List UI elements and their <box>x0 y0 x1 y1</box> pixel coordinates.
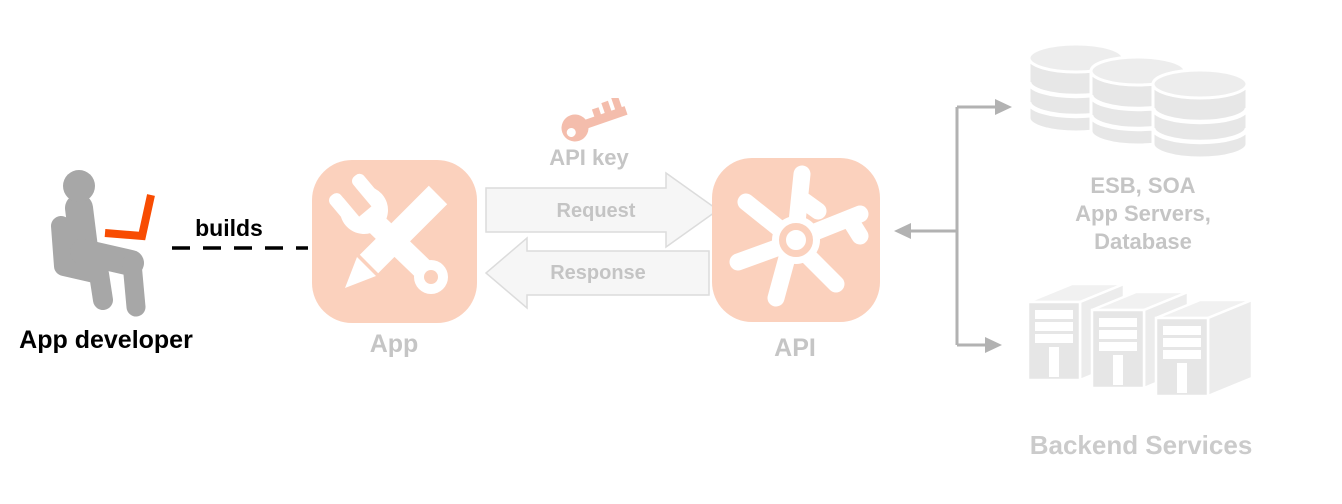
chair-shape <box>51 216 113 310</box>
laptop-icon <box>104 194 155 241</box>
backend-connector-lines <box>894 99 1012 353</box>
key-icon <box>561 98 628 142</box>
backend-services-label: Backend Services <box>1029 430 1253 460</box>
esb-label: ESB, SOA App Servers, Database <box>1075 172 1211 256</box>
response-arrow-shape <box>484 236 710 310</box>
api-node <box>712 158 880 322</box>
api-key-label: API key <box>549 145 629 170</box>
response-label: Response <box>550 262 646 284</box>
request-label: Request <box>556 200 636 222</box>
esb-label-line3: Database <box>1094 229 1192 254</box>
server-towers-icon <box>1026 282 1254 398</box>
pencil-tip <box>345 257 376 288</box>
wrench-and-pencil-icon <box>329 173 448 294</box>
request-arrow-shape <box>485 171 720 249</box>
api-pinwheel-icon <box>729 165 869 307</box>
api-node-label: API <box>774 334 816 362</box>
app-node <box>312 160 477 323</box>
person-at-laptop-icon <box>51 170 155 317</box>
builds-dashed-line <box>172 246 308 250</box>
arrowhead-to-database <box>995 99 1012 115</box>
pencil-shaft <box>359 185 448 274</box>
app-node-label: App <box>369 330 419 358</box>
app-developer-label: App developer <box>19 326 193 354</box>
request-response-arrows <box>484 171 720 310</box>
esb-label-line1: ESB, SOA <box>1090 173 1196 198</box>
pinwheel-hub-ring <box>779 223 813 257</box>
head-shape <box>63 170 95 202</box>
foot-shape <box>122 253 146 317</box>
arrowhead-to-servers <box>985 337 1002 353</box>
arrowhead-to-api <box>894 223 911 239</box>
builds-label: builds <box>195 215 263 241</box>
database-stack-icon <box>1026 42 1250 160</box>
wrench-head <box>329 173 388 234</box>
esb-label-line2: App Servers, <box>1075 201 1211 226</box>
